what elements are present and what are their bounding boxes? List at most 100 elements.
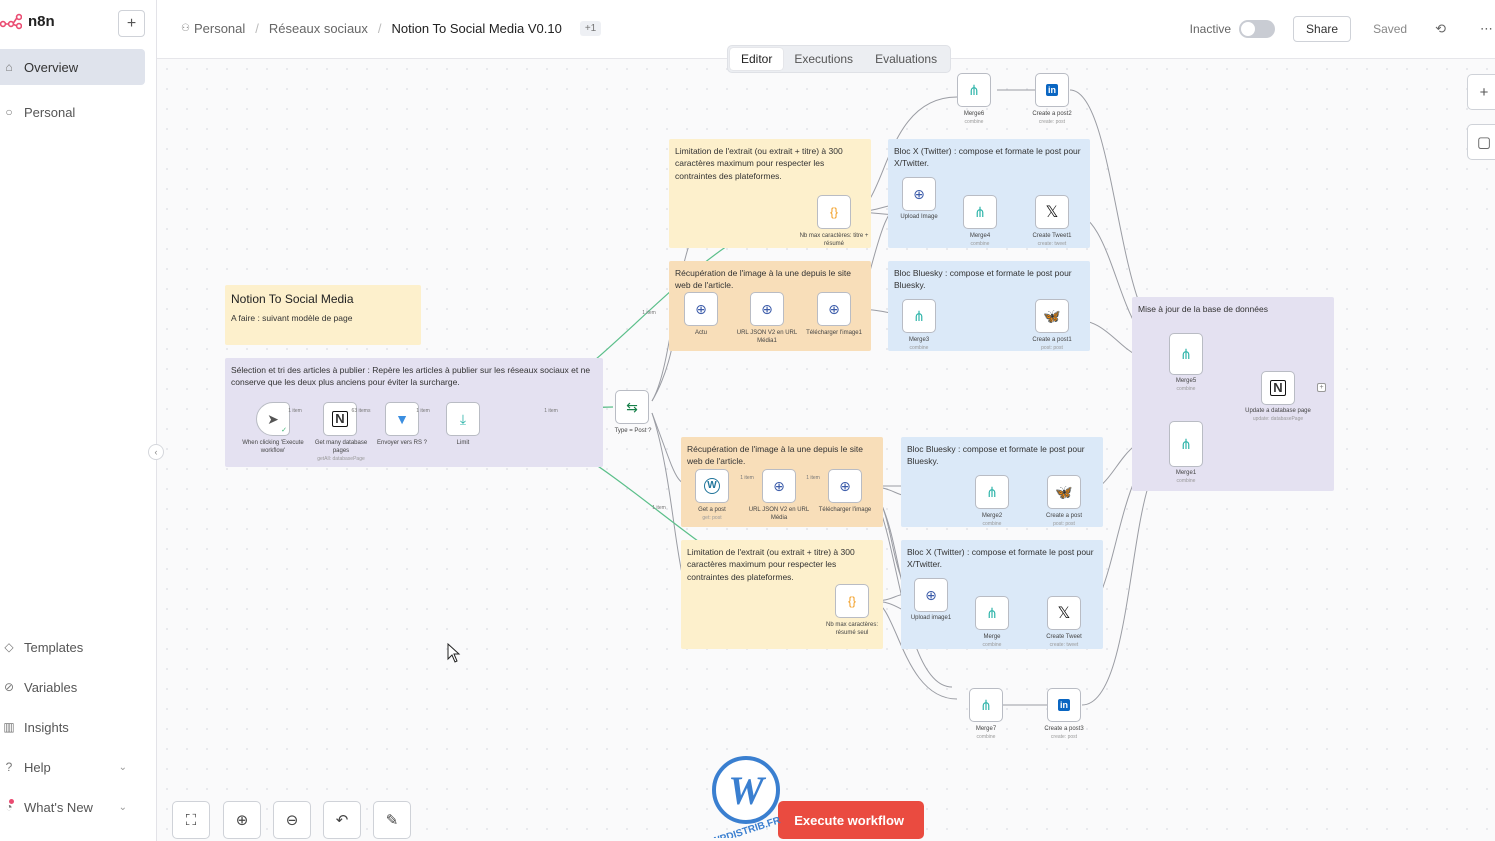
breadcrumb: ⚇ Personal / Réseaux sociaux / Notion To… <box>181 21 602 36</box>
history-icon[interactable]: ⟲ <box>1435 21 1446 36</box>
node-upload-image-bottom[interactable]: ⊕ <box>914 578 948 612</box>
breadcrumb-separator: / <box>377 21 382 36</box>
node-label: Upload image1 <box>910 615 952 621</box>
node-bluesky-post1[interactable]: 🦋 <box>1035 299 1069 333</box>
tag-badge[interactable]: +1 <box>579 21 602 36</box>
tab-executions[interactable]: Executions <box>794 52 854 66</box>
tab-evaluations[interactable]: Evaluations <box>875 52 938 66</box>
globe-icon: ⊕ <box>695 300 707 317</box>
node-merge4[interactable]: ⋔ <box>963 195 997 229</box>
sidebar-item-overview[interactable]: ⌂ Overview <box>0 49 145 85</box>
execute-workflow-button[interactable]: Execute workflow <box>778 801 924 839</box>
sticky-x-top[interactable]: Bloc X (Twitter) : compose et formate le… <box>888 139 1090 248</box>
node-merge2[interactable]: ⋔ <box>975 475 1009 509</box>
zoom-out-button[interactable]: ⊖ <box>273 801 311 839</box>
user-icon: ○ <box>5 105 13 119</box>
node-filter[interactable]: ▼ <box>385 402 419 436</box>
node-merge6[interactable]: ⋔ <box>957 73 991 107</box>
edge-label: 1 item <box>416 408 430 414</box>
node-label: When clicking 'Execute workflow' <box>242 440 304 454</box>
zoom-in-button[interactable]: ⊕ <box>223 801 261 839</box>
view-tabs: Editor Executions Evaluations <box>727 45 952 73</box>
node-http-download-top[interactable]: ⊕ <box>817 292 851 326</box>
share-button[interactable]: Share <box>1293 16 1352 42</box>
broom-icon: ✎ <box>385 812 399 829</box>
node-wordpress-get-post[interactable]: W <box>695 469 729 503</box>
edge-label: 1 item <box>642 310 656 316</box>
sidebar-item-templates[interactable]: ◇ Templates <box>0 629 145 665</box>
globe-icon: ⊕ <box>761 300 773 317</box>
merge-icon: ⋔ <box>980 696 992 713</box>
mouse-cursor-icon <box>447 643 461 663</box>
node-update-database-page[interactable]: N <box>1261 371 1295 405</box>
cursor-click-icon: ➤ <box>267 410 279 427</box>
add-node-plus-icon[interactable]: + <box>1317 383 1326 392</box>
node-code-bottom[interactable]: {} <box>835 584 869 618</box>
add-node-button[interactable]: + <box>1467 74 1495 110</box>
svg-text:W: W <box>728 768 766 813</box>
sidebar-item-whats-new[interactable]: ◔ What's New ⌄ <box>0 789 145 825</box>
edge-label: 1 item <box>740 475 754 481</box>
sticky-database[interactable]: Mise à jour de la base de données <box>1132 297 1334 491</box>
node-notion-get[interactable]: N <box>323 402 357 436</box>
node-bluesky-post[interactable]: 🦋 <box>1047 475 1081 509</box>
more-options-icon[interactable]: ⋯ <box>1480 21 1493 36</box>
node-http-download-bottom[interactable]: ⊕ <box>828 469 862 503</box>
node-merge[interactable]: ⋔ <box>975 596 1009 630</box>
saved-status: Saved <box>1373 22 1408 36</box>
n8n-logo[interactable]: n8n <box>0 12 55 30</box>
user-icon: ⚇ <box>181 23 190 34</box>
node-code-top[interactable]: {} <box>817 195 851 229</box>
wpdistrib-watermark: W WPDISTRIB.FR <box>710 756 783 838</box>
tidy-up-button[interactable]: ✎ <box>373 801 411 839</box>
node-http-actu[interactable]: ⊕ <box>684 292 718 326</box>
sidebar-item-variables[interactable]: ⊘ Variables <box>0 669 145 705</box>
sidebar-item-help[interactable]: ? Help ⌄ <box>0 749 145 785</box>
node-label-text: Create Tweet <box>1046 634 1082 640</box>
sidebar-item-label: Overview <box>24 59 79 75</box>
node-merge7[interactable]: ⋔ <box>969 688 1003 722</box>
node-sub: create: post <box>1038 118 1066 125</box>
breadcrumb-separator: / <box>255 21 259 36</box>
sidebar-item-personal[interactable]: ○ Personal <box>0 94 145 130</box>
node-limit[interactable]: ⤓ <box>446 402 480 436</box>
sidebar-item-insights[interactable]: ▥ Insights <box>0 709 145 745</box>
sticky-limit-top[interactable]: Limitation de l'extrait (ou extrait + ti… <box>669 139 871 248</box>
sidebar-item-label: Templates <box>24 639 84 655</box>
n8n-logo-icon <box>0 13 22 30</box>
node-http-url-json-bottom[interactable]: ⊕ <box>762 469 796 503</box>
workflow-name[interactable]: Notion To Social Media V0.10 <box>391 21 562 36</box>
sticky-note-button[interactable]: ▢ <box>1467 124 1495 160</box>
tab-editor[interactable]: Editor <box>730 48 784 70</box>
collapse-sidebar-button[interactable]: ‹ <box>148 444 164 460</box>
node-create-tweet1[interactable]: 𝕏 <box>1035 195 1069 229</box>
node-label-text: Merge2 <box>981 513 1003 519</box>
node-linkedin-post3[interactable]: in <box>1047 688 1081 722</box>
undo-button[interactable]: ↶ <box>323 801 361 839</box>
sticky-limit-bottom[interactable]: Limitation de l'extrait (ou extrait + ti… <box>681 540 883 649</box>
node-merge1[interactable]: ⋔ <box>1169 421 1203 467</box>
header-actions: Inactive Share Saved ⟲ ⋯ <box>1190 16 1495 42</box>
node-upload-image-top[interactable]: ⊕ <box>902 177 936 211</box>
node-manual-trigger[interactable]: ➤✓ <box>256 402 290 436</box>
node-http-url-json-top[interactable]: ⊕ <box>750 292 784 326</box>
activation-toggle[interactable] <box>1239 20 1276 38</box>
workflow-canvas[interactable]: Notion To Social Media A faire : suivant… <box>157 59 1495 841</box>
sticky-main-title[interactable]: Notion To Social Media A faire : suivant… <box>225 285 421 345</box>
node-label: Télécharger l'image1 <box>806 330 862 336</box>
linkedin-icon: in <box>1046 84 1058 96</box>
node-linkedin-post2[interactable]: in <box>1035 73 1069 107</box>
merge-icon: ⋔ <box>1180 345 1192 362</box>
notion-icon: N <box>1270 380 1286 396</box>
node-create-tweet[interactable]: 𝕏 <box>1047 596 1081 630</box>
breadcrumb-folder[interactable]: Réseaux sociaux <box>268 21 368 36</box>
create-button[interactable]: + <box>118 10 145 37</box>
fit-view-button[interactable]: ⛶ <box>172 801 210 839</box>
node-switch[interactable]: ⇆ <box>615 390 649 424</box>
breadcrumb-personal[interactable]: Personal <box>193 21 246 36</box>
node-label: Télécharger l'image <box>818 507 872 513</box>
node-merge5[interactable]: ⋔ <box>1169 333 1203 375</box>
node-merge3[interactable]: ⋔ <box>902 299 936 333</box>
